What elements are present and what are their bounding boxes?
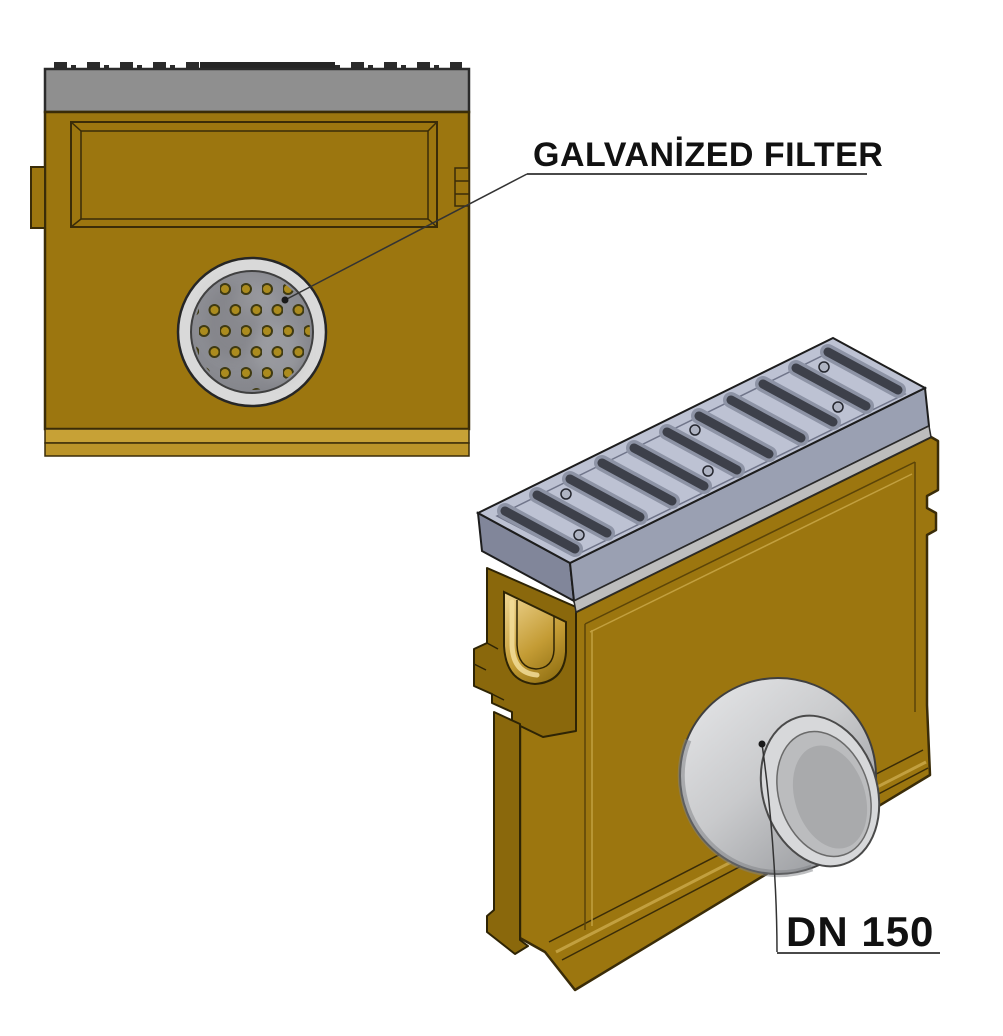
pipe-bore-shade — [792, 745, 868, 849]
galvanized-filter — [176, 256, 328, 408]
iso-view — [473, 336, 940, 992]
bottom-flange — [44, 428, 470, 457]
u-channel-inner-highlight — [509, 599, 540, 678]
pipe-shadow-arc — [677, 738, 814, 878]
pipe-callout: DN 150 — [758, 740, 940, 955]
filter-label: GALVANİZED FILTER — [533, 136, 883, 174]
grate-slots — [500, 347, 903, 554]
outlet-pipe — [677, 677, 881, 878]
end-cap-step-lines — [473, 642, 505, 701]
pipe-leader-line — [761, 743, 778, 953]
iso-end-cap — [473, 567, 577, 955]
pipe-label: DN 150 — [786, 908, 934, 955]
filter-leader-line — [284, 173, 528, 301]
grate-bolts — [560, 361, 844, 541]
iso-inset-panel — [584, 461, 916, 930]
front-view — [30, 61, 471, 457]
grate-edge-front — [43, 67, 471, 114]
side-tab-left — [30, 166, 46, 229]
filter-callout: GALVANİZED FILTER — [281, 136, 883, 304]
end-cap-leg — [486, 711, 529, 955]
grate-side-rail — [573, 424, 932, 614]
filter-leader-dot — [281, 296, 289, 304]
iso-grate — [475, 336, 932, 614]
side-tab-right — [454, 167, 470, 207]
u-channel-inner-wall — [516, 600, 555, 670]
grate-teeth-cluster — [200, 62, 335, 69]
pipe-leader-dot — [758, 740, 766, 748]
filter-holes — [194, 274, 310, 390]
inset-panel — [70, 121, 438, 228]
